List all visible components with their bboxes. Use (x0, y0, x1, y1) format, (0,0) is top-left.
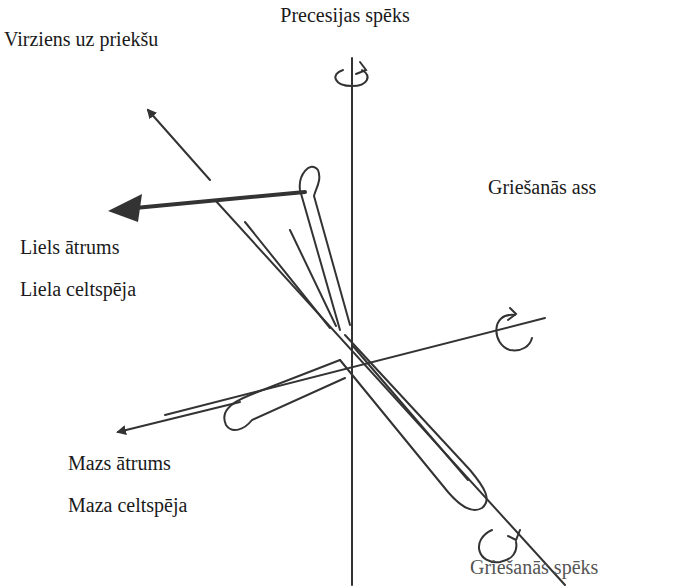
speed-arrowhead (108, 194, 142, 222)
speed-arrow (135, 192, 305, 208)
blade (340, 335, 487, 510)
speed-label: Mazs ātrums (68, 452, 171, 474)
blade-edge (290, 230, 336, 326)
precession-axis (351, 58, 353, 585)
direction-label: Virziens uz priekšu (4, 28, 158, 50)
rotation-axis (165, 318, 545, 415)
axis-label: Griešanās ass (488, 176, 596, 198)
lift-label: Liela celtspēja (20, 278, 136, 300)
rotation-head (508, 308, 516, 320)
force-label: Precesijas spēks (280, 4, 409, 26)
rotation-head (508, 530, 520, 540)
speed-arrow (118, 402, 240, 432)
force-axis (215, 200, 565, 585)
blade (300, 167, 350, 330)
blade-edge (352, 345, 468, 480)
rotation-head (356, 62, 366, 74)
speed-label: Liels ātrums (20, 236, 119, 258)
direction-arrow (148, 110, 210, 180)
force-label: Griešanās spēks (470, 556, 598, 578)
blade (224, 360, 345, 430)
lift-label: Maza celtspēja (68, 494, 187, 516)
blade-edge (245, 222, 330, 328)
rotation-symbol (496, 315, 532, 351)
